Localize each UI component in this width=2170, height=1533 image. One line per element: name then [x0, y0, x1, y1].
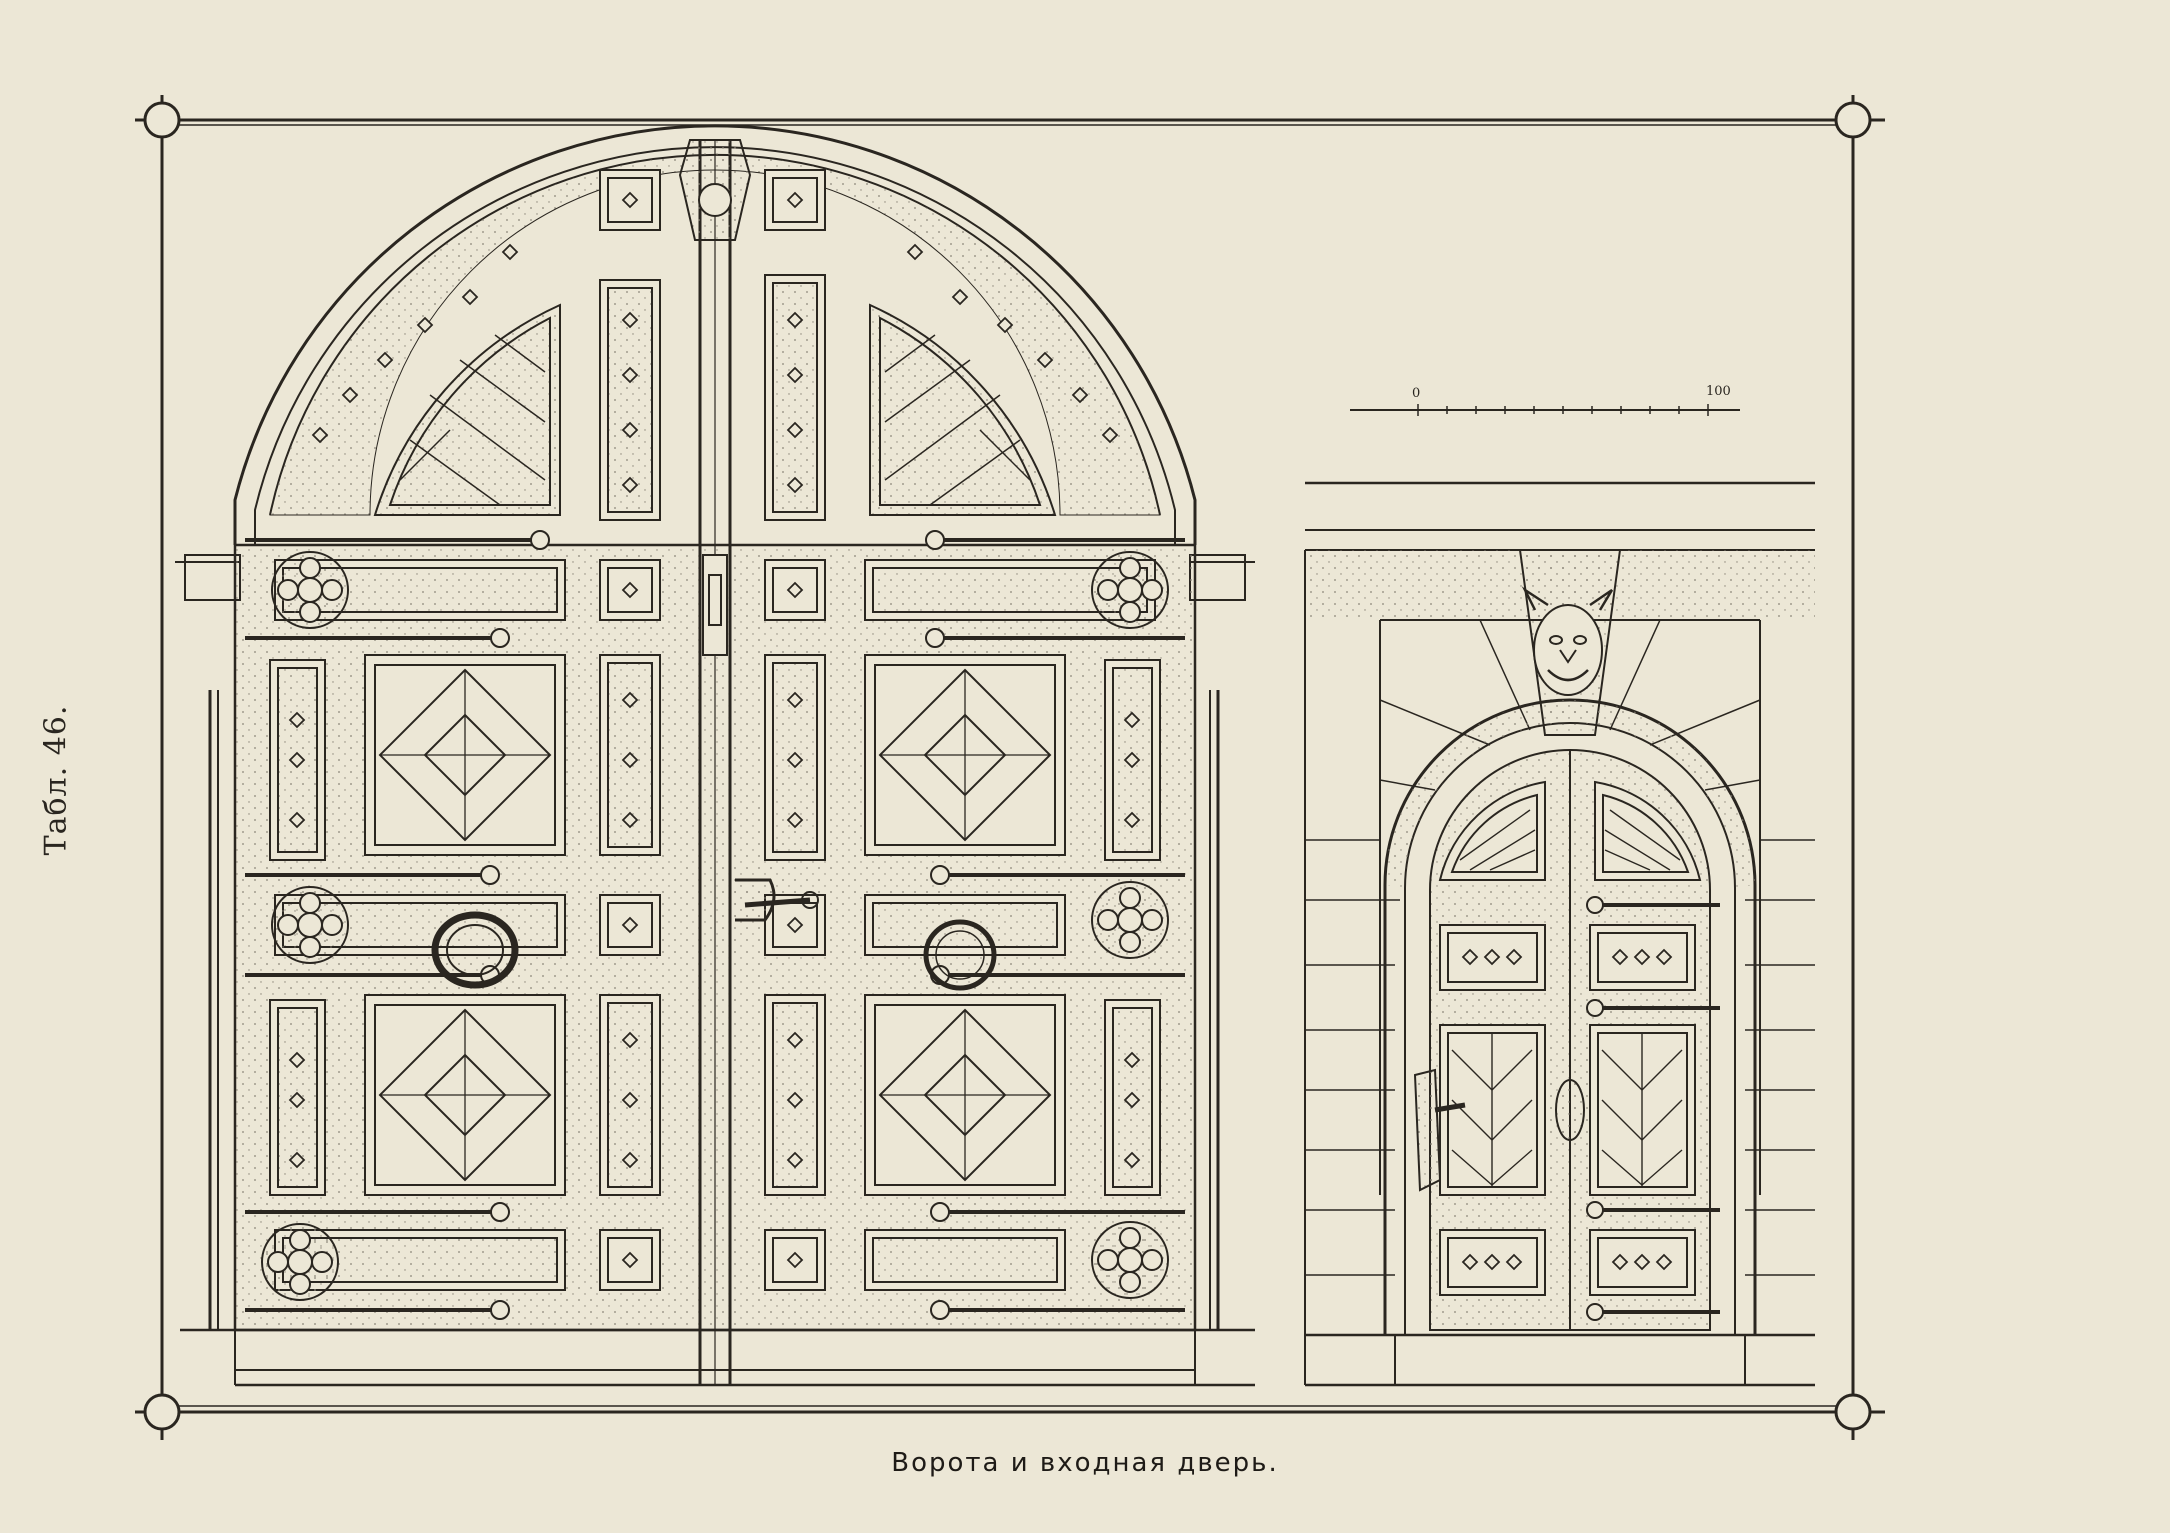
plate-caption: Ворота и входная дверь.	[891, 1448, 1279, 1478]
corner-circles	[143, 101, 1872, 1431]
gate-diamond-patterns	[378, 668, 1052, 1182]
entrance-door	[1304, 481, 1815, 1387]
plate-frame	[135, 95, 1885, 1440]
gate-studs	[288, 191, 1141, 1269]
corner-circle-br	[1834, 1393, 1872, 1431]
mask-keystone-ornament	[1521, 586, 1614, 696]
entrance-door-hatching	[1451, 809, 1683, 1187]
gate-knockers	[431, 878, 997, 991]
plate-number-label: Табл. 46.	[38, 704, 74, 856]
gate-hinges	[245, 530, 1185, 1320]
corner-circle-tr	[1834, 101, 1872, 139]
gate-rosettes	[261, 551, 1169, 1301]
double-gate	[175, 124, 1255, 1387]
arch-panel-right	[869, 303, 1057, 516]
corner-circle-bl	[143, 1393, 181, 1431]
scale-bar	[1350, 404, 1740, 416]
gate-keystone	[678, 139, 752, 241]
arch-panel-left	[373, 303, 561, 516]
scale-end-label: 100	[1706, 384, 1731, 399]
door-lock-plate	[1413, 1068, 1585, 1192]
scale-start-label: 0	[1412, 386, 1421, 401]
entrance-door-hinges	[1413, 896, 1720, 1321]
corner-circle-tl	[143, 101, 181, 139]
entrance-door-studs	[1461, 948, 1673, 1271]
